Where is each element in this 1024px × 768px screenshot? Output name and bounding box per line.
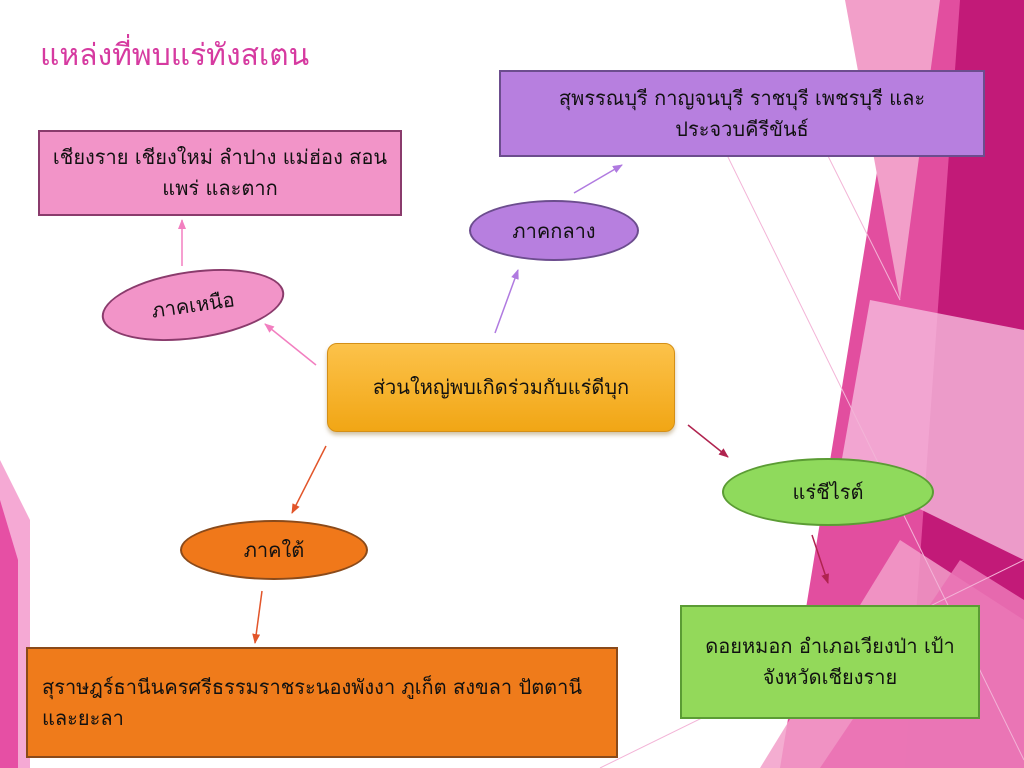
- center-topic-box: ส่วนใหญ่พบเกิดร่วมกับแร่ดีบุก: [327, 343, 675, 432]
- north-locations-text: เชียงราย เชียงใหม่ ลำปาง แม่ฮ่อง สอน แพร…: [52, 145, 388, 200]
- scheelite-locations-text: ดอยหมอก อำเภอเวียงป่า เป้า จังหวัดเชียงร…: [705, 634, 955, 689]
- south-region-label: ภาคใต้: [243, 538, 305, 562]
- scheelite-label: แร่ชีไรต์: [792, 480, 864, 504]
- page-title: แหล่งที่พบแร่ทังสเตน: [40, 38, 310, 73]
- scheelite-locations-box: ดอยหมอก อำเภอเวียงป่า เป้า จังหวัดเชียงร…: [680, 605, 980, 719]
- central-locations-text: สุพรรณบุรี กาญจนบุรี ราชบุรี เพชรบุรี แล…: [558, 85, 926, 141]
- south-locations-text: สุราษฎร์ธานีนครศรีธรรมราชระนองพังงา ภูเก…: [42, 674, 583, 730]
- central-region-label: ภาคกลาง: [512, 218, 596, 243]
- south-locations-box: สุราษฎร์ธานีนครศรีธรรมราชระนองพังงา ภูเก…: [26, 647, 618, 758]
- center-topic-text: ส่วนใหญ่พบเกิดร่วมกับแร่ดีบุก: [372, 375, 630, 399]
- central-locations-box: สุพรรณบุรี กาญจนบุรี ราชบุรี เพชรบุรี แล…: [499, 70, 985, 157]
- south-region-oval: ภาคใต้: [180, 520, 368, 580]
- north-locations-box: เชียงราย เชียงใหม่ ลำปาง แม่ฮ่อง สอน แพร…: [38, 130, 402, 216]
- central-region-oval: ภาคกลาง: [469, 200, 639, 261]
- scheelite-oval: แร่ชีไรต์: [722, 458, 934, 526]
- north-region-label: ภาคเหนือ: [149, 287, 237, 323]
